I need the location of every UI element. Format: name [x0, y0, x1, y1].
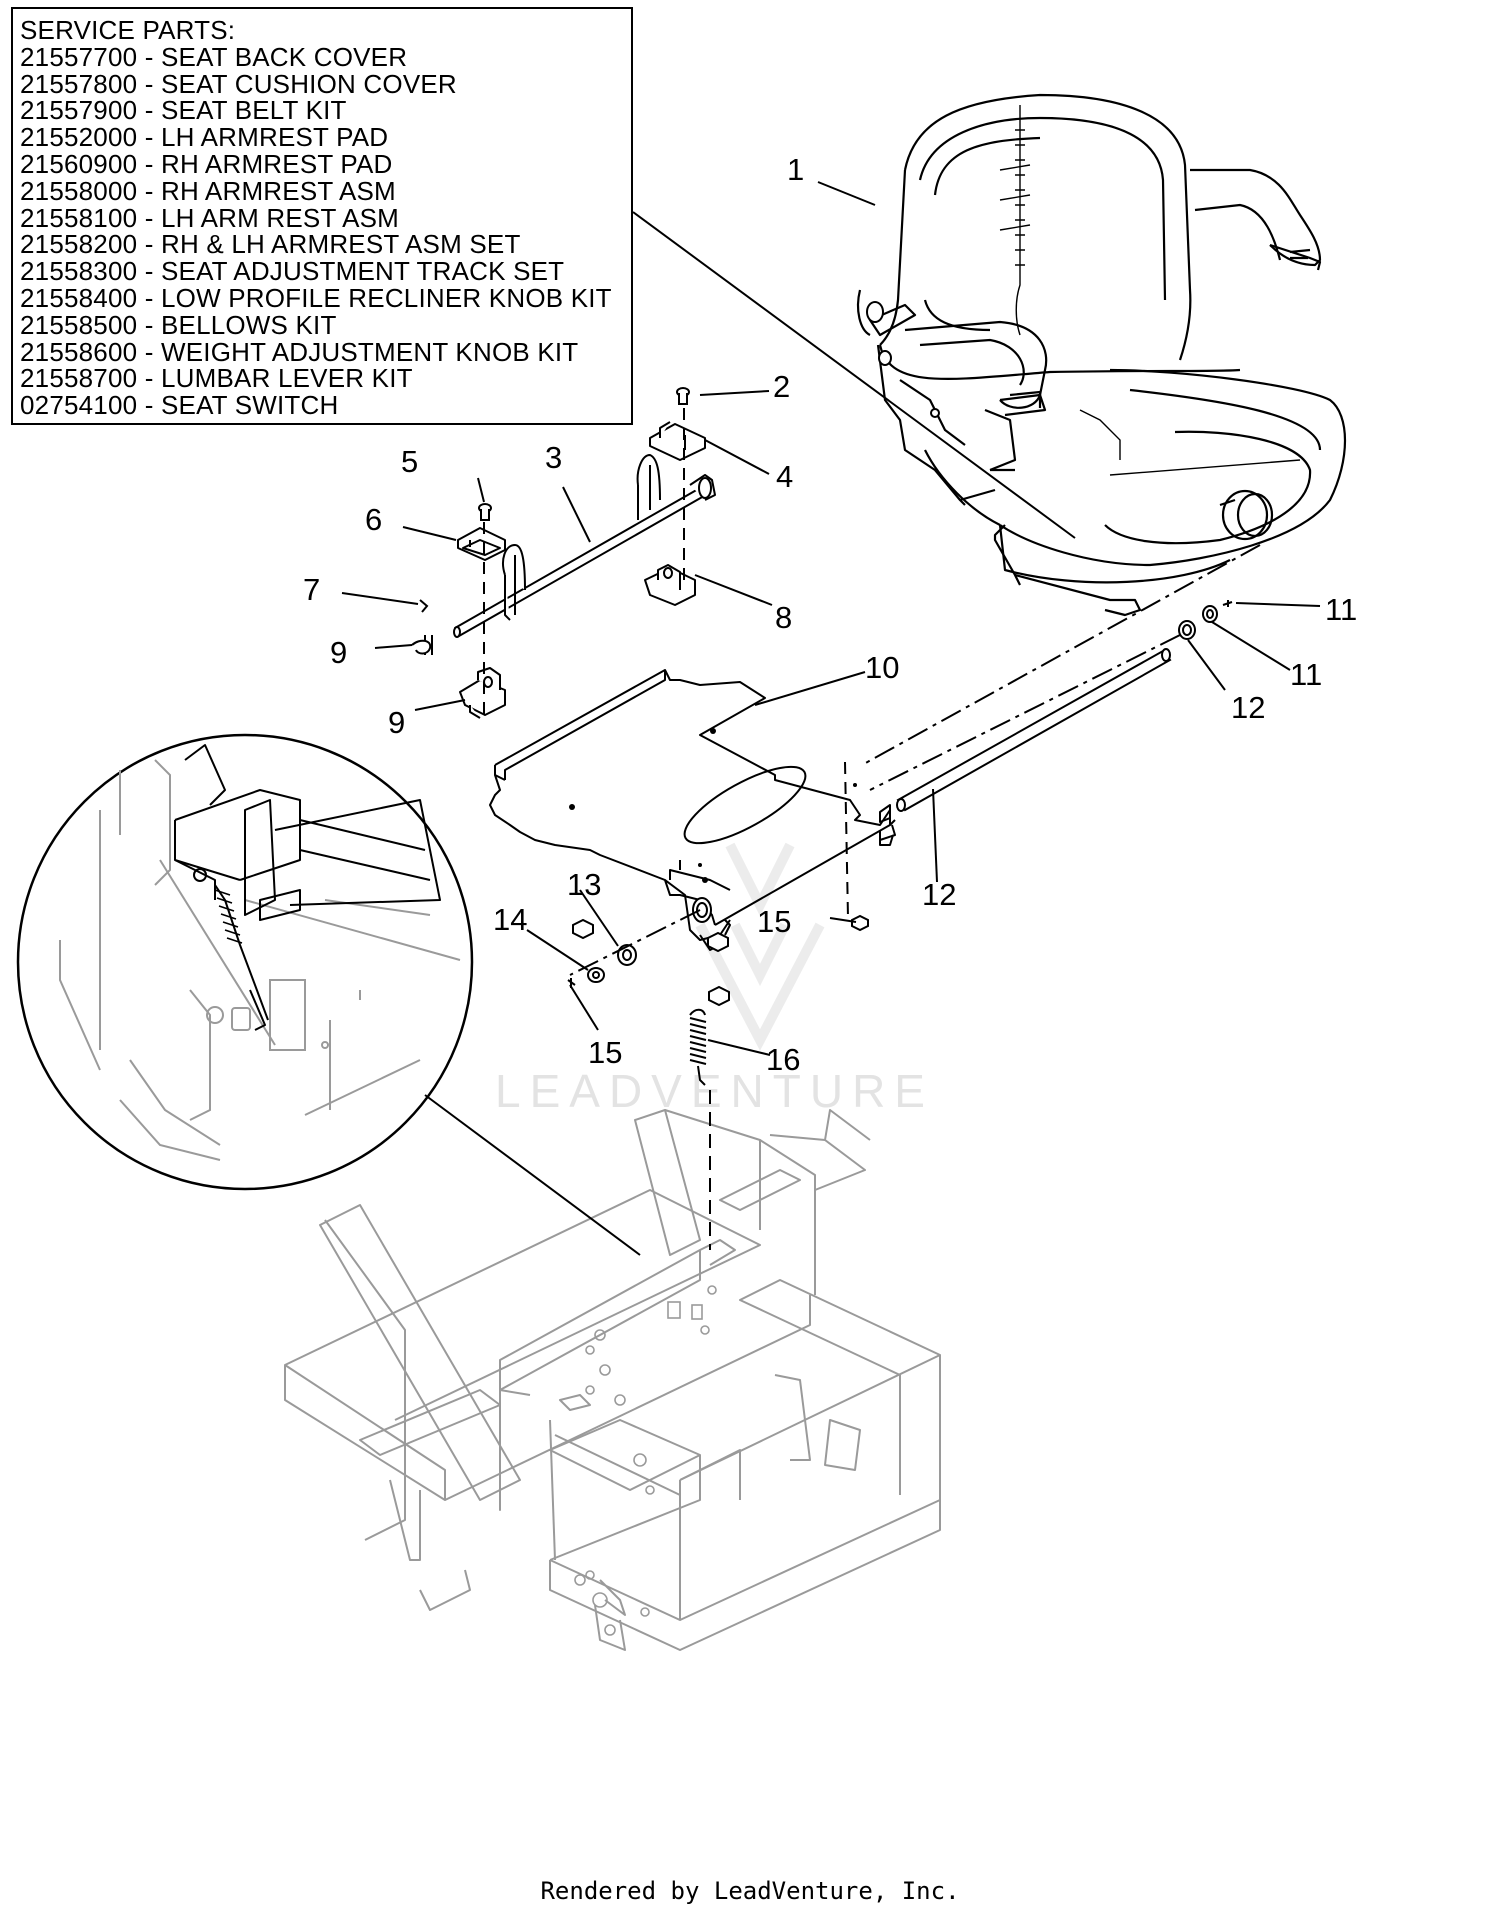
service-part-item: 21558700 - LUMBAR LEVER KIT — [20, 363, 413, 394]
callout-6: 6 — [365, 502, 382, 537]
bolt-11-right — [676, 387, 690, 405]
rod-5 — [896, 648, 1172, 812]
callout-15-left: 14 — [493, 902, 527, 937]
nut-center-bottom — [708, 985, 730, 1007]
frame-holes — [574, 1285, 717, 1636]
service-part-item: 21560900 - RH ARMREST PAD — [20, 148, 393, 179]
service-part-item: 21558500 - BELLOWS KIT — [20, 309, 337, 340]
service-part-item: 21558100 - LH ARM REST ASM — [20, 202, 400, 233]
callout-2: 8 — [775, 600, 792, 635]
rod-3 — [424, 454, 716, 655]
spring-10 — [689, 1008, 707, 1086]
callout-3: 3 — [545, 440, 562, 475]
bracket-1 — [459, 667, 506, 719]
service-part-item: 21558000 - RH ARMREST ASM — [20, 175, 396, 206]
callout-12-left: 15 — [588, 1035, 622, 1070]
service-parts-title: SERVICE PARTS: — [20, 15, 236, 45]
seat-plate — [489, 669, 896, 951]
bolt-11-left — [478, 503, 492, 521]
frame-drawing — [284, 1109, 941, 1651]
service-part-item: 21558200 - RH & LH ARMREST ASM SET — [20, 229, 521, 260]
nut-13 — [851, 914, 869, 932]
watermark-logo — [695, 842, 825, 1051]
hairpin-14 — [419, 599, 429, 613]
inset-circle — [16, 733, 474, 1191]
seat-stitching — [999, 105, 1301, 476]
pivot-bushing — [692, 897, 712, 923]
seat-plate-holes — [569, 728, 857, 883]
bracket-7 — [649, 421, 706, 461]
service-part-item: 21558600 - WEIGHT ADJUSTMENT KNOB KIT — [20, 336, 579, 367]
callout-13: 15 — [757, 904, 791, 939]
callout-11-left: 5 — [401, 444, 418, 479]
rendered-by-footer: Rendered by LeadVenture, Inc. — [540, 1877, 960, 1905]
seat-knob-icons — [866, 301, 940, 418]
callout-12-right: 11 — [1325, 592, 1357, 627]
bracket-2 — [644, 564, 696, 606]
leader-lines — [341, 181, 1321, 1056]
nut-left — [572, 918, 594, 940]
seat-assembly — [856, 93, 1346, 617]
inset-detail — [16, 733, 474, 1191]
service-part-item: 21558400 - LOW PROFILE RECLINER KNOB KIT — [20, 282, 612, 313]
callout-10: 16 — [766, 1042, 800, 1077]
callout-5: 12 — [922, 877, 956, 912]
callout-1: 9 — [388, 705, 405, 740]
service-part-item: 02754100 - SEAT SWITCH — [20, 390, 339, 421]
callout-11-right: 2 — [773, 369, 790, 404]
service-part-item: 21557700 - SEAT BACK COVER — [20, 41, 408, 72]
service-parts-box: SERVICE PARTS: 21557700 - SEAT BACK COVE… — [11, 7, 633, 425]
bracket-6 — [457, 527, 506, 561]
nut-center-top — [707, 931, 729, 953]
clip-16 — [411, 639, 432, 655]
callout-8: 1 — [787, 152, 804, 187]
watermark-text: LEADVENTURE — [495, 1065, 934, 1117]
service-part-item: 21557800 - SEAT CUSHION COVER — [20, 68, 457, 99]
service-part-item: 21552000 - LH ARMREST PAD — [20, 122, 389, 153]
hardware-small-parts — [411, 599, 1233, 1007]
pin-12-right — [1222, 600, 1233, 607]
service-parts-list: 21557700 - SEAT BACK COVER 21557800 - SE… — [20, 41, 631, 421]
assembly-centerlines — [483, 408, 1261, 1250]
service-part-item: 21557900 - SEAT BELT KIT — [20, 95, 347, 126]
callout-14: 7 — [303, 572, 320, 607]
inset-leader-line — [424, 1094, 641, 1256]
callout-4: 10 — [865, 650, 899, 685]
callout-9-left: 13 — [567, 867, 601, 902]
service-part-item: 21558300 - SEAT ADJUSTMENT TRACK SET — [20, 256, 565, 287]
callout-7: 4 — [776, 459, 793, 494]
callout-9-right: 12 — [1231, 690, 1265, 725]
callout-15-right: 11 — [1290, 657, 1322, 692]
callout-16: 9 — [330, 635, 347, 670]
